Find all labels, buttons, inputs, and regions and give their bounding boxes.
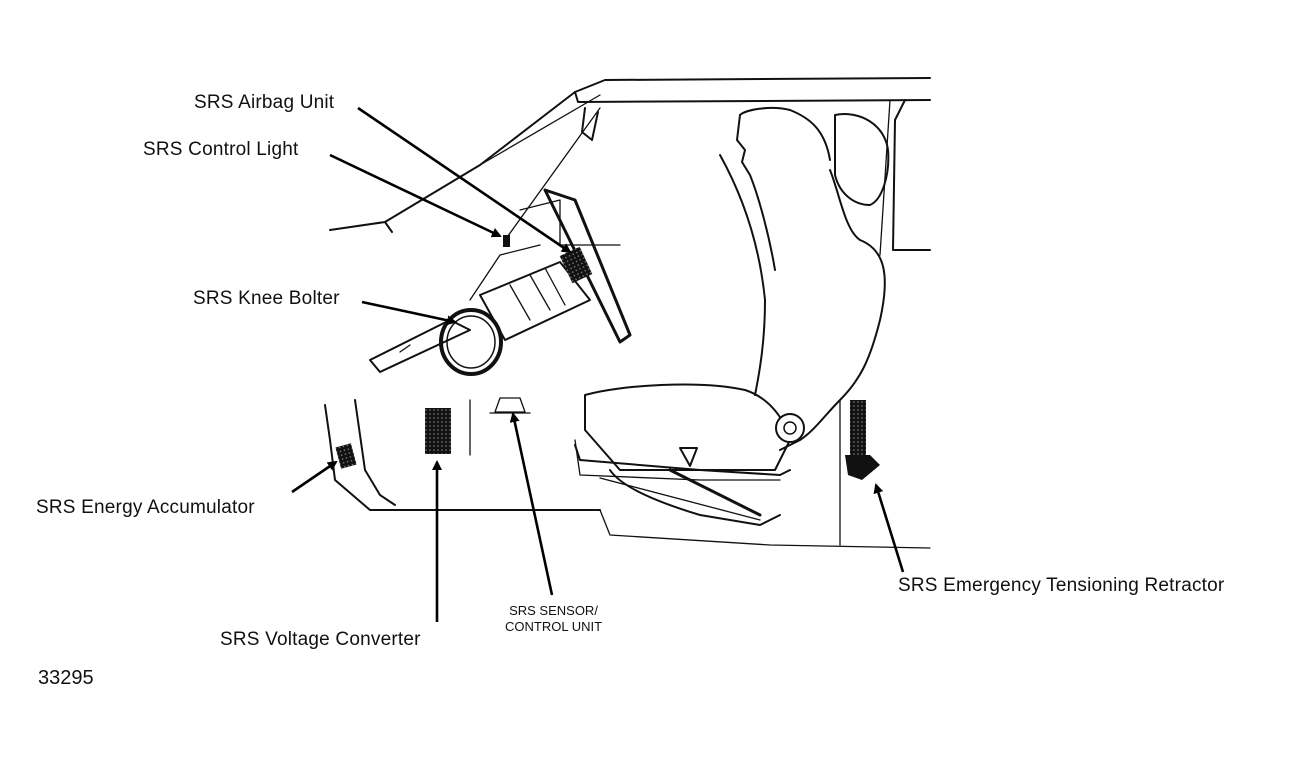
figure-number: 33295 bbox=[38, 667, 94, 689]
control-light-leader bbox=[329, 153, 502, 238]
voltage-converter-label: SRS Voltage Converter bbox=[220, 629, 421, 650]
leader-lines bbox=[291, 106, 905, 622]
knee-bolter-label: SRS Knee Bolter bbox=[193, 288, 340, 309]
control-light-icon bbox=[503, 235, 510, 247]
tensioning-retractor-icon bbox=[845, 400, 880, 480]
sensor-control-unit-icon bbox=[489, 397, 531, 414]
vehicle-body-outline bbox=[324, 77, 931, 549]
driver-seat bbox=[574, 106, 890, 526]
energy-accumulator-icon bbox=[335, 443, 357, 469]
tensioning-retractor-leader bbox=[873, 483, 905, 573]
sensor-label-line1: SRS SENSOR/ bbox=[509, 603, 598, 618]
sensor-label-line2: CONTROL UNIT bbox=[505, 619, 603, 635]
airbag-unit-leader bbox=[357, 106, 572, 254]
energy-accumulator-label: SRS Energy Accumulator bbox=[36, 497, 255, 518]
knee-bolter-leader bbox=[361, 300, 457, 326]
energy-accumulator-leader bbox=[291, 460, 338, 494]
sensor-control-unit-label: SRS SENSOR/ CONTROL UNIT bbox=[505, 603, 602, 636]
knee-bolter-icon bbox=[439, 308, 503, 376]
airbag-unit-icon bbox=[559, 246, 593, 284]
control-light-label: SRS Control Light bbox=[143, 139, 299, 160]
tensioning-retractor-label: SRS Emergency Tensioning Retractor bbox=[898, 575, 1225, 596]
airbag-unit-label: SRS Airbag Unit bbox=[194, 92, 335, 113]
sensor-control-unit-leader bbox=[509, 412, 554, 596]
steering-wheel bbox=[369, 188, 632, 373]
voltage-converter-icon bbox=[425, 408, 451, 454]
